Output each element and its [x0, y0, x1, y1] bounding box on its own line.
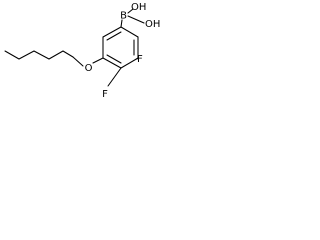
hexyl-bond-3 [33, 50, 50, 60]
ring-bond-5 [120, 57, 139, 69]
fluorine-2-bond [136, 57, 139, 60]
boron-oh-side-bond [127, 15, 145, 24]
atom-boron: B [120, 11, 127, 22]
ring-bond-6 [102, 57, 122, 69]
hexyl-bond-2 [18, 50, 35, 60]
ring-double-3 [106, 54, 122, 64]
bond-lines [4, 8, 145, 87]
hexyl-bond-4 [48, 50, 64, 60]
hexyl-bond-5 [62, 50, 74, 58]
atom-fluorine-3: F [102, 89, 108, 99]
ring-double-1 [106, 31, 122, 41]
chemical-structure-diagram: O B OH OH F F [4, 2, 160, 99]
atom-hydroxyl-top: OH [131, 2, 146, 13]
ether-bond [92, 57, 104, 64]
atom-oxygen: O [85, 63, 93, 74]
hexyl-bond-6 [72, 56, 84, 67]
boron-oh-top-bond [127, 8, 134, 14]
boron-ring-bond [120, 19, 123, 28]
atom-fluorine-2: F [137, 54, 143, 65]
ring-bond-3 [120, 26, 139, 38]
atom-hydroxyl-side: OH [145, 19, 160, 30]
ring-bond-2 [102, 26, 122, 38]
fluorine-3-bond [107, 67, 122, 87]
hexyl-bond-1 [4, 50, 20, 60]
